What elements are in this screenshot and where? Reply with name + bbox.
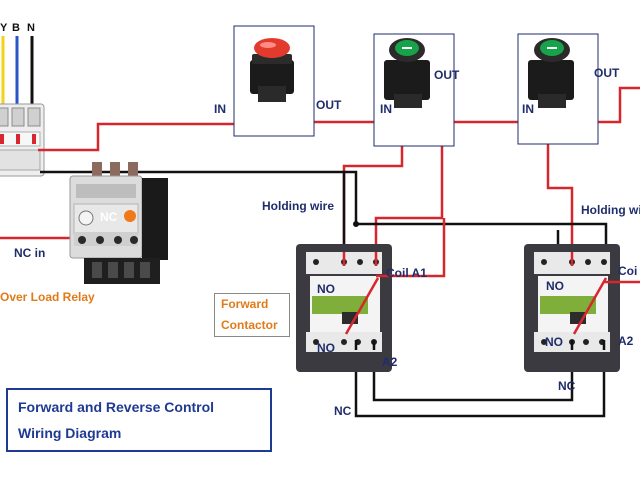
reverse-no-top-label: NO [546,279,564,293]
forward-coil-label: Coil A1 [386,266,427,280]
forward-holding-wire-label: Holding wire [262,199,334,213]
reverse-coil-label: Coi [618,264,638,278]
reverse-no-bottom-label: NO [545,335,563,349]
forward-nc-label: NC [334,404,352,418]
forward-no-bottom-label: NO [317,341,335,355]
supply-label-n: N [27,22,35,34]
reverse-out-label: OUT [594,66,620,80]
stop-out-label: OUT [316,98,342,112]
overload-nc-label: NC [100,210,118,224]
overload-relay [69,162,168,284]
forward-a2-label: A2 [382,355,398,369]
reverse-in-label: IN [522,102,534,116]
forward-caption-line1: Forward [221,297,269,311]
diagram-title-line2: Wiring Diagram [18,425,122,441]
contactor-internal-links [344,277,608,335]
diagram-title-line1: Forward and Reverse Control [18,399,215,415]
overload-relay-caption: Over Load Relay [0,290,95,304]
reverse-start-push-button[interactable] [517,33,599,145]
forward-contactor [296,244,392,372]
forward-no-top-label: NO [317,282,335,296]
supply-label-b: B [12,22,20,34]
stop-in-label: IN [214,102,226,116]
forward-contactor-caption-box: Forward Contactor [214,293,290,337]
reverse-holding-wire-label: Holding wi [581,203,640,217]
reverse-contactor [524,244,620,372]
reverse-a2-label: A2 [618,334,634,348]
forward-caption-line2: Contactor [221,318,278,332]
reverse-nc-label: NC [558,379,576,393]
circuit-breaker [0,103,45,177]
forward-out-label: OUT [434,68,460,82]
supply-label-y: Y [0,22,8,34]
contactor-terminal-wires [342,218,640,350]
diagram-title-box: Forward and Reverse Control Wiring Diagr… [6,388,272,452]
forward-start-push-button[interactable] [373,33,455,147]
nc-in-label: NC in [14,246,46,260]
stop-push-button[interactable] [233,25,315,137]
forward-in-label: IN [380,102,392,116]
